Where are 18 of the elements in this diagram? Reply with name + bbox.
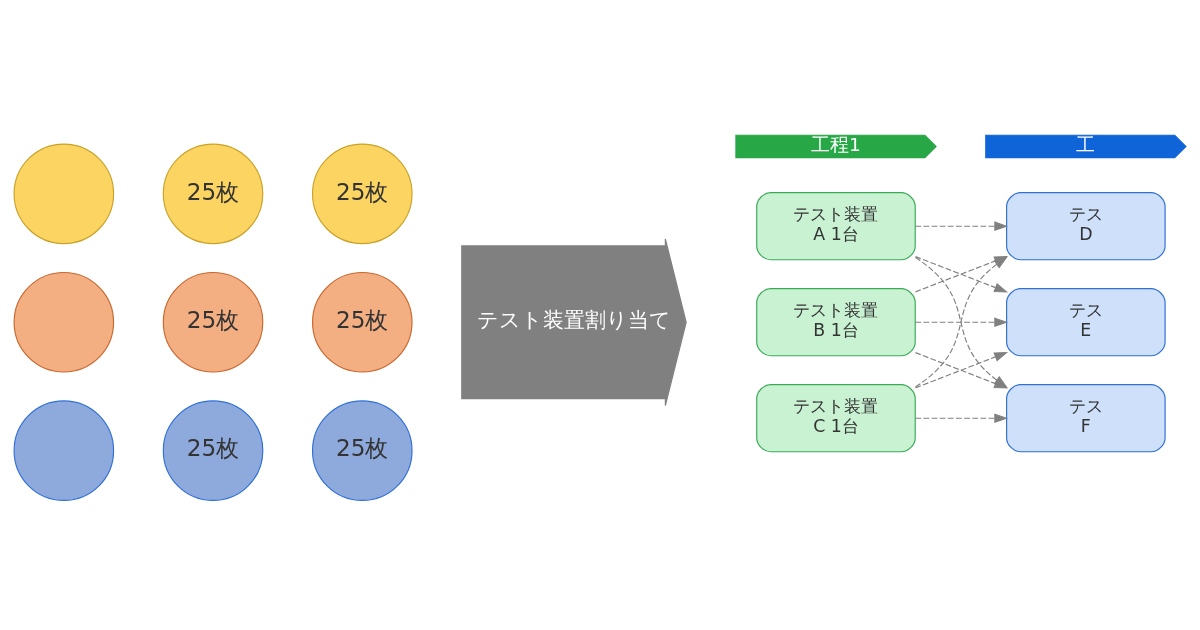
node-circle: 25枚 bbox=[162, 400, 264, 501]
arrow bbox=[914, 413, 1009, 424]
node-box: テスト装置 A 1台 bbox=[756, 192, 916, 261]
node-circle bbox=[13, 400, 115, 501]
node-circle: 25枚 bbox=[162, 271, 264, 373]
node-box: テス E bbox=[1006, 288, 1166, 357]
node-circle bbox=[13, 271, 115, 373]
node-circle bbox=[13, 143, 115, 245]
node-box: テスト装置 C 1台 bbox=[756, 384, 916, 453]
node-box: テス F bbox=[1006, 384, 1166, 453]
arrow bbox=[914, 221, 1009, 232]
node-box: テス D bbox=[1006, 192, 1166, 261]
node-box: テスト装置 B 1台 bbox=[756, 288, 916, 357]
node-circle: 25枚 bbox=[311, 143, 413, 245]
node-circle: 25枚 bbox=[162, 143, 264, 245]
arrow bbox=[914, 317, 1009, 328]
node-circle: 25枚 bbox=[311, 271, 413, 373]
node-circle: 25枚 bbox=[311, 400, 413, 501]
